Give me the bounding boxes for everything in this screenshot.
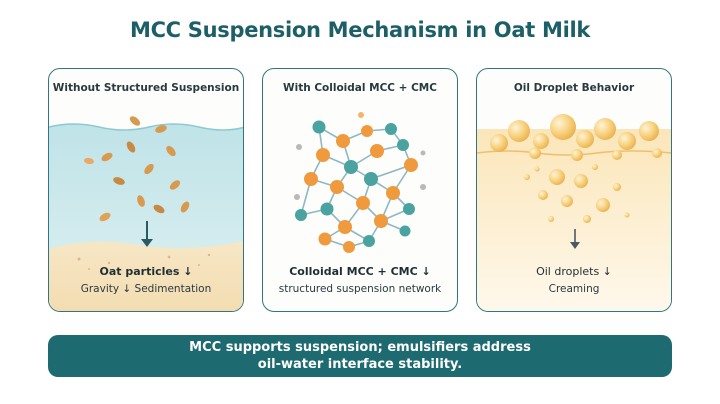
panel-title: Oil Droplet Behavior [513,82,635,94]
mcc-node [304,172,318,186]
oat-particle [126,141,136,153]
oat-particle [99,212,111,222]
oat-particle [144,163,154,175]
oat-particles [84,116,190,222]
oil-droplet [538,190,548,200]
oat-particle [113,177,125,185]
oil-droplet [508,120,530,142]
mcc-node [356,196,370,210]
panel-caption-main: Oat particles ↓ [99,265,193,278]
oil-droplet [524,174,530,180]
oat-particle [155,125,167,133]
oil-droplet [550,114,576,140]
oil-droplet [574,174,588,188]
small-node [420,184,426,190]
panel-caption-sub: structured suspension network [278,283,442,295]
oat-particle [169,180,181,190]
panel-without-structured-suspension: Without Structured Suspension Oat partic… [48,68,244,312]
oil-droplets-surface [490,114,662,161]
mcc-node [361,125,373,137]
cmc-node [399,225,411,237]
oat-particle [129,116,141,126]
sedimentation-illustration [49,116,243,311]
cmc-node [312,120,326,134]
oat-particle [101,152,113,162]
mcc-node [404,158,418,172]
oat-particle [166,145,176,157]
panel-caption-sub: Gravity ↓ Sedimentation [80,283,212,295]
oil-droplet [548,216,554,222]
mcc-node [374,214,388,228]
panel-oil-droplet-behavior: Oil Droplet Behavior Oil droplets ↓ Crea… [476,68,672,312]
oat-particle [180,201,190,213]
water-surface [49,123,243,131]
oil-droplet [613,183,621,191]
small-node [294,194,300,200]
oil-droplet [652,148,662,158]
panel-caption-main: Colloidal MCC + CMC ↓ [289,265,431,278]
oil-droplet [576,130,594,148]
oil-droplet [571,149,583,161]
oil-droplet [612,150,622,160]
panel-title: Without Structured Suspension [52,82,240,94]
oil-droplet [490,134,508,152]
banner-line-2: oil-water interface stability. [257,357,463,372]
oil-droplet [533,133,549,149]
network-nodes [294,112,426,253]
oil-droplet [529,147,541,159]
mcc-network-illustration [294,112,426,253]
mcc-node [338,220,352,234]
small-node [358,112,364,118]
panel-title: With Colloidal MCC + CMC [283,82,437,94]
oat-particle [153,204,165,214]
cmc-node [295,209,307,221]
oat-particle [84,157,94,165]
oil-droplet [592,164,598,170]
oil-droplet [534,166,540,172]
cmc-node [363,235,375,247]
banner-line-1: MCC supports suspension; emulsifiers add… [189,340,531,355]
small-node [296,144,302,150]
cmc-node [344,160,358,174]
oil-droplet [596,198,610,212]
mcc-node [318,232,332,246]
oil-droplet [594,118,616,140]
summary-banner: MCC supports suspension; emulsifiers add… [48,335,672,377]
cmc-node [403,203,415,215]
oil-droplet [639,121,659,141]
mcc-node [370,144,384,158]
down-arrow-icon [570,229,580,249]
sediment-layer [49,241,243,311]
down-arrow-icon [141,221,153,247]
page-title: MCC Suspension Mechanism in Oat Milk [129,18,591,42]
panel-with-colloidal-mcc-cmc: With Colloidal MCC + CMC Colloidal MCC +… [262,68,458,312]
sediment-specks [77,253,211,270]
oil-droplet [583,215,591,223]
mcc-node [316,148,330,162]
oil-droplet [624,212,630,218]
oat-particle [137,195,145,207]
panel-caption-main: Oil droplets ↓ [536,265,612,278]
oil-droplet [618,132,636,150]
cmc-node [397,139,409,151]
cmc-node [385,123,397,135]
small-node [420,150,426,156]
mcc-node [343,241,355,253]
cmc-node [320,202,334,216]
cream-line [477,150,671,156]
mcc-node [336,134,350,148]
cmc-node [364,172,378,186]
mcc-node [386,186,400,200]
oil-droplet [561,195,573,207]
panel-caption-sub: Creaming [548,283,600,295]
creaming-illustration [477,114,671,311]
oil-droplets-rising [524,164,630,223]
oil-droplet [549,169,565,185]
mcc-node [330,180,344,194]
